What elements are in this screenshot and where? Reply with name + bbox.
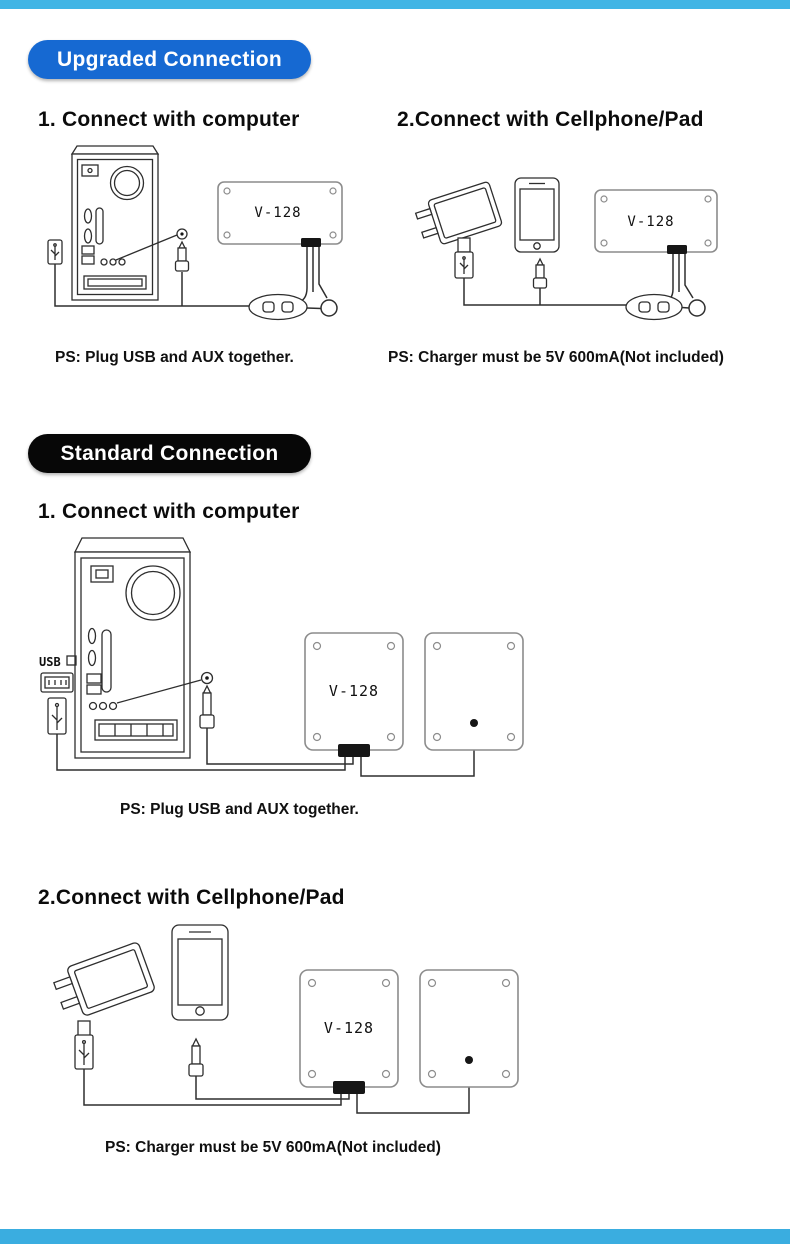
usb-port-callout: USB bbox=[39, 655, 77, 693]
speaker: V-128 bbox=[594, 189, 718, 254]
standard-computer-diagram: USB V-128 bbox=[39, 537, 524, 777]
upgraded-cellphone-diagram: V-128 bbox=[414, 177, 718, 321]
speaker-model-label: V-128 bbox=[627, 214, 674, 230]
speaker-left: V-128 bbox=[299, 969, 399, 1094]
usb-plug-icon bbox=[47, 239, 63, 265]
charger-icon bbox=[414, 181, 503, 279]
standard-cellphone-note: PS: Charger must be 5V 600mA(Not include… bbox=[105, 1139, 441, 1156]
computer-tower bbox=[73, 537, 202, 759]
speaker: V-128 bbox=[217, 181, 343, 247]
upgraded-computer-heading: 1. Connect with computer bbox=[38, 108, 300, 131]
top-accent-strip bbox=[0, 0, 790, 9]
upgraded-connection-badge: Upgraded Connection bbox=[28, 40, 311, 79]
phone-icon bbox=[514, 177, 560, 253]
charger-icon bbox=[53, 942, 155, 1070]
usb-plug-icon bbox=[47, 697, 67, 735]
standard-badge-label: Standard Connection bbox=[60, 441, 279, 465]
standard-connection-badge: Standard Connection bbox=[28, 434, 311, 473]
aux-plug-icon bbox=[174, 228, 190, 272]
bottom-accent-strip bbox=[0, 1229, 790, 1244]
cable-lines bbox=[54, 247, 338, 317]
speaker-right bbox=[419, 969, 519, 1088]
cable-lines bbox=[56, 727, 475, 777]
speaker-right bbox=[424, 632, 524, 751]
inline-remote-icon bbox=[625, 293, 683, 321]
standard-cellphone-diagram: V-128 bbox=[53, 924, 519, 1114]
aux-plug-icon bbox=[188, 1037, 204, 1077]
inline-remote-icon bbox=[248, 293, 308, 321]
speaker-model-label: V-128 bbox=[329, 682, 379, 700]
speaker-model-label: V-128 bbox=[324, 1019, 374, 1037]
standard-computer-heading: 1. Connect with computer bbox=[38, 500, 300, 523]
standard-cellphone-heading: 2.Connect with Cellphone/Pad bbox=[38, 886, 345, 909]
phone-icon bbox=[171, 924, 229, 1021]
aux-plug-icon bbox=[532, 257, 548, 289]
aux-plug-icon bbox=[199, 671, 215, 729]
computer-tower bbox=[70, 145, 178, 301]
upgraded-badge-label: Upgraded Connection bbox=[56, 47, 283, 71]
upgraded-cellphone-heading: 2.Connect with Cellphone/Pad bbox=[397, 108, 704, 131]
cable-lines bbox=[83, 1064, 470, 1114]
usb-port-label: USB bbox=[39, 655, 61, 669]
upgraded-computer-diagram: V-128 bbox=[47, 145, 343, 321]
speaker-model-label: V-128 bbox=[254, 205, 301, 221]
upgraded-cellphone-note: PS: Charger must be 5V 600mA(Not include… bbox=[388, 349, 724, 366]
speaker-left: V-128 bbox=[304, 632, 404, 757]
upgraded-computer-note: PS: Plug USB and AUX together. bbox=[55, 349, 294, 366]
standard-computer-note: PS: Plug USB and AUX together. bbox=[120, 801, 359, 818]
